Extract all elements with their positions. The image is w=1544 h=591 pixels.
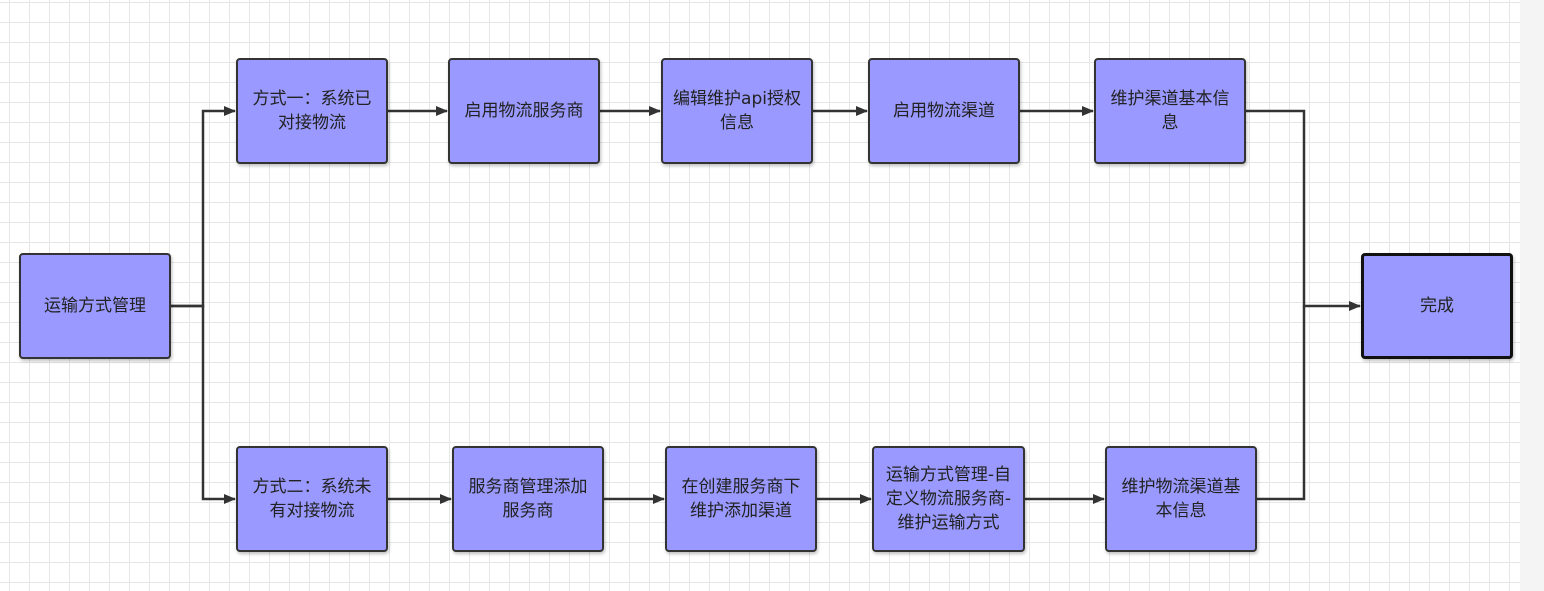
node-method2-step1-label: 方式二：系统未有对接物流 <box>252 477 372 521</box>
node-method2-step5-label: 维护物流渠道基本信息 <box>1121 477 1241 521</box>
edge-start-to-m1 <box>170 106 236 308</box>
node-method1-step2[interactable]: 启用物流服务商 <box>448 58 600 164</box>
node-end[interactable]: 完成 <box>1361 253 1513 359</box>
node-method2-step4[interactable]: 运输方式管理-自定义物流服务商-维护运输方式 <box>872 446 1025 552</box>
edge-m1-to-end <box>1245 109 1361 311</box>
node-method1-step3[interactable]: 编辑维护api授权信息 <box>661 58 813 164</box>
node-method1-step1-label: 方式一：系统已对接物流 <box>252 89 372 133</box>
node-method1-step4-label: 启用物流渠道 <box>893 101 995 121</box>
node-end-label: 完成 <box>1420 296 1454 316</box>
canvas-edge-strip <box>1520 0 1544 591</box>
node-method2-step4-label: 运输方式管理-自定义物流服务商-维护运输方式 <box>885 465 1012 533</box>
edge-m2-to-end <box>1256 306 1306 501</box>
node-method1-step3-label: 编辑维护api授权信息 <box>673 89 801 133</box>
node-method1-step5[interactable]: 维护渠道基本信息 <box>1094 58 1246 164</box>
node-method2-step2-label: 服务商管理添加服务商 <box>468 477 588 521</box>
node-start[interactable]: 运输方式管理 <box>19 253 171 359</box>
node-method2-step2[interactable]: 服务商管理添加服务商 <box>452 446 604 552</box>
node-method1-step5-label: 维护渠道基本信息 <box>1110 89 1230 133</box>
node-method2-step3-label: 在创建服务商下维护添加渠道 <box>681 477 801 521</box>
node-method1-step2-label: 启用物流服务商 <box>464 101 584 121</box>
node-method2-step1[interactable]: 方式二：系统未有对接物流 <box>236 446 388 552</box>
node-method1-step1[interactable]: 方式一：系统已对接物流 <box>236 58 388 164</box>
node-start-label: 运输方式管理 <box>44 296 146 316</box>
node-method1-step4[interactable]: 启用物流渠道 <box>868 58 1020 164</box>
node-method2-step3[interactable]: 在创建服务商下维护添加渠道 <box>665 446 817 552</box>
node-method2-step5[interactable]: 维护物流渠道基本信息 <box>1105 446 1257 552</box>
edge-start-to-m2 <box>170 304 236 504</box>
